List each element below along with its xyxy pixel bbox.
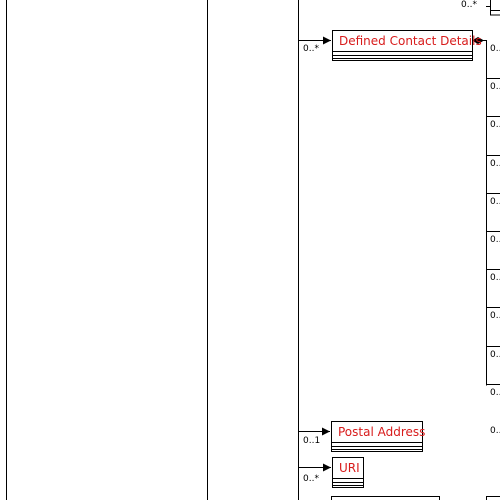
composition-diamond-icon xyxy=(472,37,484,44)
multiplicity-right-column: 0.. xyxy=(490,273,500,283)
class-name-defined-contact-details: Defined Contact Details xyxy=(333,31,482,52)
class-name-postal-address: Postal Address xyxy=(332,422,425,443)
multiplicity-right-column: 0.. xyxy=(490,159,500,169)
partial-box-bottom-right xyxy=(486,496,500,500)
multiplicity-right-column: 0.. xyxy=(490,197,500,207)
multiplicity-right-column: 0.. xyxy=(490,82,500,92)
partial-box-bottom xyxy=(331,496,440,500)
class-compartment-line xyxy=(333,58,472,59)
multiplicity-defined-contact-details: 0..* xyxy=(303,44,319,54)
class-compartment-line xyxy=(332,449,422,450)
multiplicity-right-column: 0.. xyxy=(490,44,500,54)
multiplicity-right-column: 0.. xyxy=(490,426,500,436)
class-compartment-line xyxy=(332,446,422,447)
multiplicity-right-column: 0.. xyxy=(490,350,500,360)
multiplicity-postal-address: 0..1 xyxy=(303,436,321,446)
class-defined-contact-details[interactable]: Defined Contact Details xyxy=(332,30,482,61)
multiplicity-top-right: 0..* xyxy=(461,0,477,10)
multiplicity-right-column: 0.. xyxy=(490,120,500,130)
multiplicity-right-column: 0.. xyxy=(490,311,500,321)
multiplicity-right-column: 0.. xyxy=(490,235,500,245)
class-compartment-line xyxy=(333,482,363,483)
class-postal-address[interactable]: Postal Address xyxy=(331,421,425,452)
class-compartment-line xyxy=(333,485,363,486)
class-compartment-line xyxy=(333,55,472,56)
multiplicity-uri: 0..* xyxy=(303,474,319,484)
multiplicity-right-column: 0.. xyxy=(490,388,500,398)
partial-box-top-right xyxy=(490,0,500,16)
class-uri[interactable]: URI xyxy=(332,457,364,488)
right-column-stubs xyxy=(486,78,500,385)
class-name-uri: URI xyxy=(333,458,363,479)
